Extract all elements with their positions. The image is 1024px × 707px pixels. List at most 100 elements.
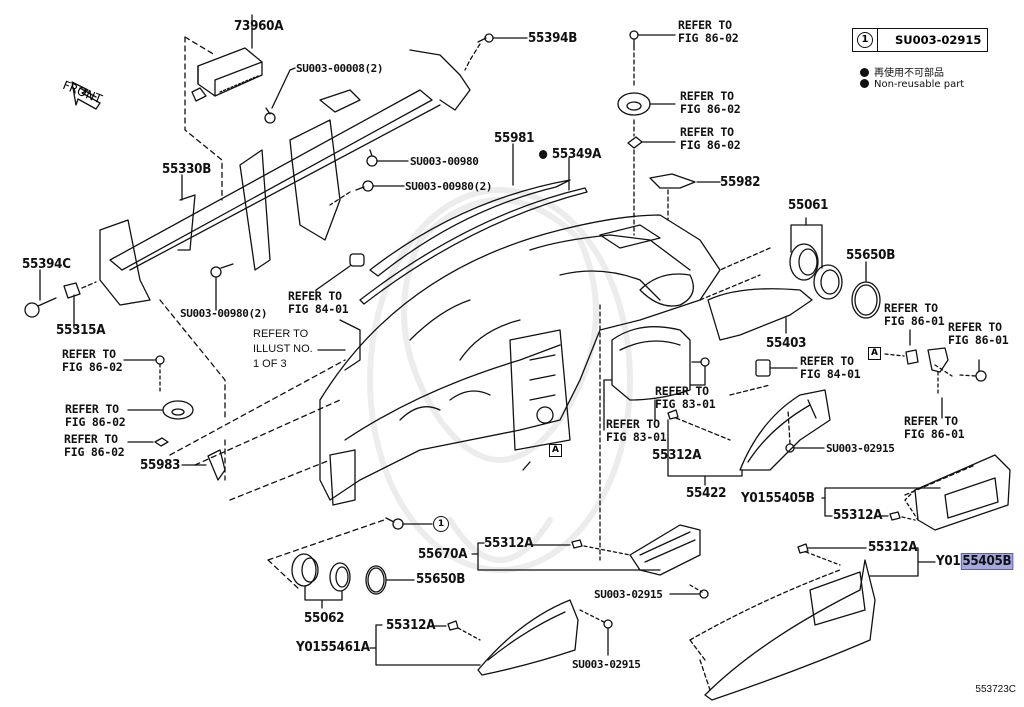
part-label-55981[interactable]: 55981 xyxy=(494,131,535,146)
section-marker-a-left: A xyxy=(549,444,562,457)
bullet-dot-icon xyxy=(860,68,869,77)
part-55983 xyxy=(181,449,226,481)
non-reusable-dot-icon xyxy=(539,150,548,159)
bracket-line xyxy=(369,624,481,666)
refer-fig84-01-right[interactable]: REFER TO FIG 84-01 xyxy=(800,354,861,381)
clip-55312A-r1 xyxy=(879,511,916,521)
part-55349A-strip xyxy=(359,157,588,305)
bolt-su00008 xyxy=(264,67,296,124)
part-label-Y0155461A[interactable]: Y0155461A xyxy=(296,640,370,655)
circle-1-marker-icon: 1 xyxy=(433,516,449,532)
legend-part-no: SU003-02915 xyxy=(895,33,982,47)
refer-fig84-01-left[interactable]: REFER TO FIG 84-01 xyxy=(288,289,349,316)
part-55670A-switch-panel xyxy=(629,524,701,576)
part-55403-cover xyxy=(707,288,813,341)
refer-fig86-02-top3[interactable]: REFER TO FIG 86-02 xyxy=(680,125,741,152)
clip-55312A-r2 xyxy=(797,543,867,566)
part-label-55394B[interactable]: 55394B xyxy=(528,31,578,46)
part-label-55312A-mid[interactable]: 55312A xyxy=(652,448,702,463)
part-55061-gauge xyxy=(789,217,843,300)
bullet-dot-icon xyxy=(860,79,869,88)
bracket-line xyxy=(471,542,661,571)
front-arrow-icon xyxy=(71,81,101,110)
watermark-emblem xyxy=(367,187,633,573)
part-label-55315A[interactable]: 55315A xyxy=(56,323,106,338)
clip-left-top xyxy=(123,355,165,393)
bracket-left-fig86 xyxy=(127,400,194,420)
clip-55312A-c1 xyxy=(532,539,631,556)
bracket-line xyxy=(869,547,936,577)
nut-left-fig86 xyxy=(127,437,169,447)
figure-number: 553723C xyxy=(975,684,1016,695)
clip-top-fig86 xyxy=(629,30,676,47)
refer-fig86-01-c[interactable]: REFER TO FIG 86-01 xyxy=(904,414,965,441)
refer-fig86-02-top1[interactable]: REFER TO FIG 86-02 xyxy=(678,18,739,45)
part-label-55312A-r2[interactable]: 55312A xyxy=(868,540,918,555)
part-Y0155405B-lower xyxy=(689,559,876,701)
bracket-line xyxy=(821,487,941,517)
part-label-55349A[interactable]: 55349A xyxy=(539,148,601,161)
part-label-55403[interactable]: 55403 xyxy=(766,336,807,351)
part-label-55062[interactable]: 55062 xyxy=(304,611,345,626)
part-meter-hood xyxy=(611,326,691,421)
refer-fig86-01-b[interactable]: REFER TO FIG 86-01 xyxy=(948,320,1009,347)
bolt-su00980 xyxy=(366,149,409,167)
refer-illust-1-of-3[interactable]: REFER TO ILLUST NO. 1 OF 3 xyxy=(253,328,313,370)
part-label-su003-02915-c2[interactable]: SU003-02915 xyxy=(572,658,641,671)
part-label-55650B-top[interactable]: 55650B xyxy=(846,248,896,263)
refer-fig86-01-a[interactable]: REFER TO FIG 86-01 xyxy=(884,301,945,328)
part-label-su003-02915-c1[interactable]: SU003-02915 xyxy=(594,588,663,601)
part-label-55422[interactable]: 55422 xyxy=(686,486,727,501)
part-label-55312A-c2[interactable]: 55312A xyxy=(386,618,436,633)
refer-fig86-02-left2[interactable]: REFER TO FIG 86-02 xyxy=(65,402,126,429)
part-55650B-ring-top xyxy=(851,261,881,319)
part-label-su003-00980-2[interactable]: SU003-00980(2) xyxy=(405,180,493,193)
legend-non-reusable-en: Non-reusable part xyxy=(860,79,964,90)
bolt-55394B xyxy=(477,33,528,43)
part-label-55670A[interactable]: 55670A xyxy=(418,547,468,562)
section-marker-a-right: A xyxy=(868,347,881,360)
part-label-su003-00980-2-lower[interactable]: SU003-00980(2) xyxy=(180,307,268,320)
bolt-55394C xyxy=(24,269,57,318)
part-label-55983[interactable]: 55983 xyxy=(140,458,181,473)
selected-text-highlight: 55405B xyxy=(960,553,1014,570)
cap-fig84-left xyxy=(315,253,365,301)
screw-su02915-right xyxy=(785,409,825,453)
part-label-su003-00980[interactable]: SU003-00980 xyxy=(410,155,479,168)
part-Y0155405B-upper xyxy=(904,454,1011,531)
part-label-su003-00008[interactable]: SU003-00008(2) xyxy=(296,62,384,75)
part-label-55061[interactable]: 55061 xyxy=(788,198,829,213)
screw-meter xyxy=(689,357,710,386)
clip-55312A-c2 xyxy=(431,620,481,641)
refer-fig86-02-top2[interactable]: REFER TO FIG 86-02 xyxy=(680,89,741,116)
refer-fig83-01-a[interactable]: REFER TO FIG 83-01 xyxy=(655,384,716,411)
bolt-su00980x2-lower xyxy=(210,263,234,311)
part-label-55312A-r1[interactable]: 55312A xyxy=(833,508,883,523)
part-label-55394C[interactable]: 55394C xyxy=(22,257,71,272)
part-label-55982[interactable]: 55982 xyxy=(720,175,761,190)
refer-fig86-02-left1[interactable]: REFER TO FIG 86-02 xyxy=(62,347,123,374)
collar-55315A xyxy=(63,282,81,329)
part-55062-gauge xyxy=(291,553,351,609)
part-label-55330B[interactable]: 55330B xyxy=(162,162,212,177)
refer-fig83-01-b[interactable]: REFER TO FIG 83-01 xyxy=(606,417,667,444)
part-55981-garnish xyxy=(369,143,571,277)
screw-su02915-c2 xyxy=(579,609,613,656)
part-label-55650B-bottom[interactable]: 55650B xyxy=(416,572,466,587)
clip-55312A-mid xyxy=(667,409,743,486)
part-label-73960A[interactable]: 73960A xyxy=(234,19,284,34)
leader-dash xyxy=(184,36,216,56)
part-label-55312A-c1[interactable]: 55312A xyxy=(484,536,534,551)
part-73960A-module xyxy=(191,14,263,102)
part-55650B-ring-bot xyxy=(365,565,415,595)
bracket-top-fig86 xyxy=(617,92,676,116)
part-instrument-panel xyxy=(319,214,721,506)
part-label-su003-02915-right[interactable]: SU003-02915 xyxy=(826,442,895,455)
part-55982 xyxy=(649,173,721,221)
part-label-Y0155405B-upper[interactable]: Y0155405B xyxy=(741,491,815,506)
legend-box: 1 SU003-02915 xyxy=(852,28,988,52)
refer-fig86-02-left3[interactable]: REFER TO FIG 86-02 xyxy=(64,432,125,459)
part-Y0155461A-trim xyxy=(477,599,579,676)
